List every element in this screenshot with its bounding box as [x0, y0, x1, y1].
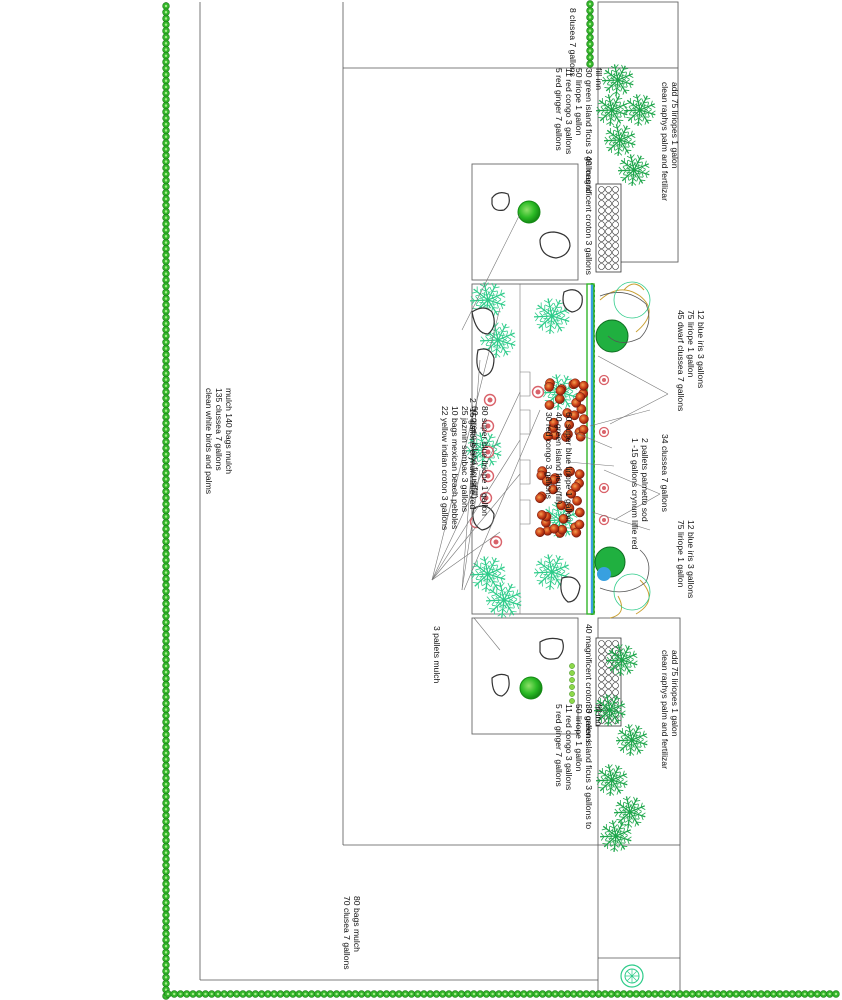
label-clusea-70: 70 clusea 7 gallons 80 bags mulch — [342, 896, 362, 970]
svg-text:30 red congo 3 gallons: 30 red congo 3 gallons — [544, 412, 554, 499]
rock-icon — [560, 576, 581, 603]
svg-text:60 green island ficus(fill): 60 green island ficus(fill) — [470, 406, 480, 499]
dwarf-clussea-beds — [594, 281, 651, 619]
label-croton-east: 40 magnificent croton 3 gallons — [584, 624, 594, 743]
svg-text:fill inn: fill inn — [594, 68, 604, 90]
palm-icon — [595, 64, 656, 186]
paver-icon — [595, 183, 622, 273]
svg-text:50 liriope 1 gallon: 50 liriope 1 gallon — [574, 704, 584, 772]
svg-text:22 yellow indian croton 3 gall: 22 yellow indian croton 3 gallons — [440, 406, 450, 530]
shrub-icon — [595, 319, 629, 353]
svg-text:30 green island ficus 3 gallon: 30 green island ficus 3 gallons to — [584, 68, 594, 193]
rock-icon — [476, 348, 495, 377]
svg-text:add 75 liriopes 1 galon: add 75 liriopes 1 galon — [670, 650, 680, 737]
shrub-icon — [519, 676, 543, 700]
svg-text:10 bags mexican beach pebbles: 10 bags mexican beach pebbles — [450, 406, 460, 529]
svg-text:75 liriope 1 gallon: 75 liriope 1 gallon — [686, 310, 696, 378]
svg-text:12 blue iris 3 gallons: 12 blue iris 3 gallons — [696, 310, 706, 388]
svg-text:2 pallets palmetto sod: 2 pallets palmetto sod — [640, 438, 650, 522]
svg-text:60 super blue liriope 1 gallon: 60 super blue liriope 1 gallon — [564, 412, 574, 522]
label-pallets-mulch: 3 pallets mulch — [432, 626, 442, 684]
svg-text:50 liriope 1 gallon: 50 liriope 1 gallon — [574, 68, 584, 136]
label-crynum-lillie: 2 -15 gallons crynum lillie red — [468, 398, 478, 510]
svg-text:fill inn: fill inn — [594, 704, 604, 726]
rock-icon — [471, 307, 495, 335]
label-red-congo: 30 red congo 3 gallons 40 green island f… — [544, 412, 574, 522]
shrub-icon — [597, 567, 611, 581]
svg-text:80 super blue liriope 1 gallon: 80 super blue liriope 1 gallon — [480, 406, 490, 516]
svg-text:45 dwarf clussea 7 gallons: 45 dwarf clussea 7 gallons — [676, 310, 686, 411]
label-clean-birds: clean white birds and palms 135 clussea … — [204, 388, 234, 494]
svg-text:mulch 140 bags mulch: mulch 140 bags mulch — [224, 388, 234, 474]
svg-text:clean raphys palm and fertiliz: clean raphys palm and fertilizar — [660, 650, 670, 769]
svg-text:135 clussea 7 gallons: 135 clussea 7 gallons — [214, 388, 224, 471]
svg-text:25 jazmin sambac 3 gallons: 25 jazmin sambac 3 gallons — [460, 406, 470, 512]
svg-text:75 liriope 1 gallon: 75 liriope 1 gallon — [676, 520, 686, 588]
label-east-bed: 5 red ginger 7 gallons 11 red congo 3 ga… — [554, 704, 604, 829]
hedge-icon — [586, 0, 594, 68]
flower-icon — [598, 374, 610, 526]
svg-text:80 bags mulch: 80 bags mulch — [352, 896, 362, 952]
svg-text:12 blue iris 3 gallons: 12 blue iris 3 gallons — [686, 520, 696, 598]
flower-icon — [569, 663, 575, 704]
east-planter — [471, 617, 681, 852]
label-clussea-34: 34 clussea 7 gallons — [660, 434, 670, 512]
label-dwarf: 45 dwarf clussea 7 gallons 75 liriope 1 … — [676, 310, 706, 411]
svg-text:70 clusea 7 gallons: 70 clusea 7 gallons — [342, 896, 352, 970]
label-crynum-red: 1 -15 gallons crynum lillie red 2 pallet… — [630, 438, 650, 550]
flower-icon — [535, 378, 589, 538]
svg-text:5 red ginger 7 gallons: 5 red ginger 7 gallons — [554, 68, 564, 151]
shrub-icon — [517, 200, 541, 224]
leader-lines — [431, 213, 669, 651]
label-liriope-75: 75 liriope 1 gallon 12 blue iris 3 gallo… — [676, 520, 696, 598]
rock-icon — [539, 231, 571, 259]
round-ornament — [620, 964, 644, 988]
svg-text:1 -15 gallons crynum lillie re: 1 -15 gallons crynum lillie red — [630, 438, 640, 550]
svg-text:5 red ginger 7 gallons: 5 red ginger 7 gallons — [554, 704, 564, 787]
svg-text:11 red congo 3 gallons: 11 red congo 3 gallons — [564, 68, 574, 154]
label-palm-west: clean raphys palm and fertilizar add 75 … — [660, 82, 680, 201]
hedge-icon — [162, 2, 170, 1000]
rock-icon — [562, 289, 583, 313]
rock-icon — [539, 637, 564, 660]
svg-text:clean raphys palm and fertiliz: clean raphys palm and fertilizar — [660, 82, 670, 201]
label-yellow-croton: 22 yellow indian croton 3 gallons 10 bag… — [440, 406, 490, 530]
rock-icon — [491, 673, 510, 697]
rock-icon — [491, 192, 510, 211]
svg-text:11 red congo 3 gallons: 11 red congo 3 gallons — [564, 704, 574, 790]
label-palm-east: clean raphys palm and fertilizar add 75 … — [660, 650, 680, 769]
paver-icon — [595, 637, 622, 727]
label-croton-west: 40 magnificent croton 3 gallons — [584, 156, 594, 275]
annotations: 8 clusea 7 gallons 5 red ginger 7 gallon… — [204, 8, 706, 970]
svg-text:40 green island ficus(fill): 40 green island ficus(fill) — [554, 412, 564, 505]
svg-text:30 green island ficus 3 gallon: 30 green island ficus 3 gallons to — [584, 704, 594, 829]
hedge-icon — [164, 990, 840, 998]
label-west-bed: 5 red ginger 7 gallons 11 red congo 3 ga… — [554, 68, 604, 193]
west-planter — [471, 64, 679, 281]
svg-text:add 75 liriopes 1 galon: add 75 liriopes 1 galon — [670, 82, 680, 169]
svg-text:clean white birds and palms: clean white birds and palms — [204, 388, 214, 494]
label-clusea-top: 8 clusea 7 gallons — [568, 8, 578, 77]
palm-icon — [593, 644, 648, 852]
